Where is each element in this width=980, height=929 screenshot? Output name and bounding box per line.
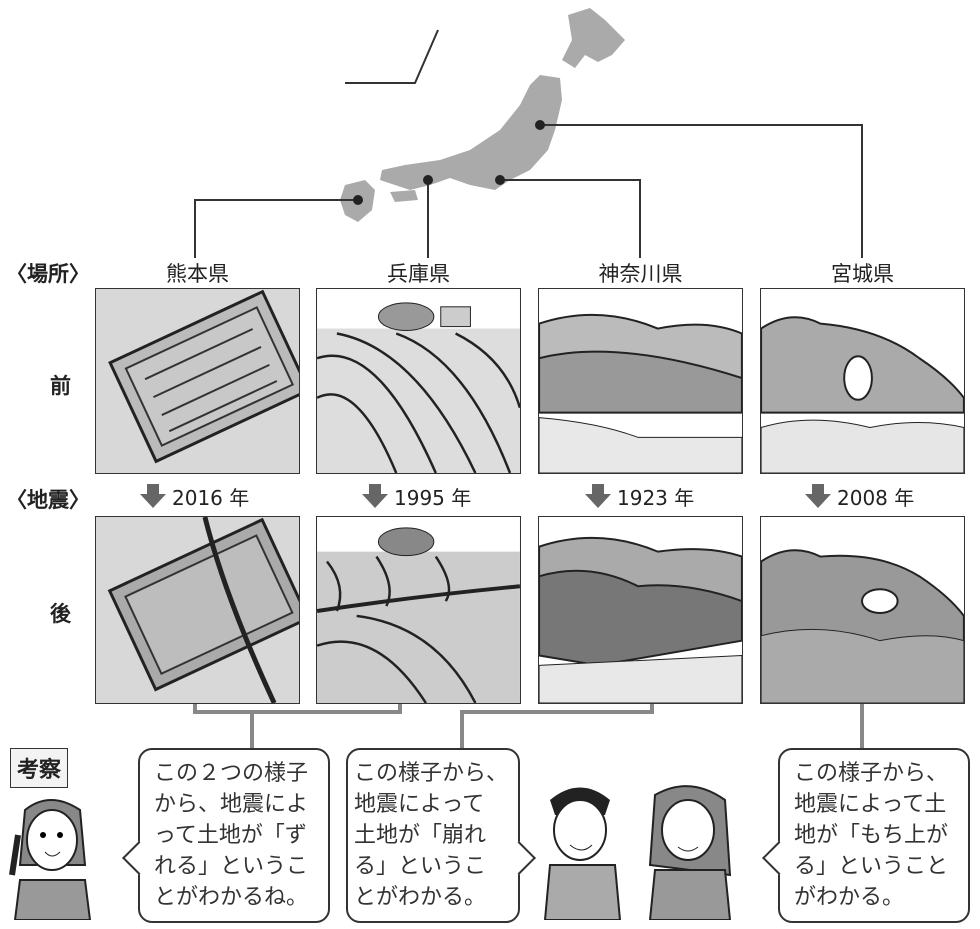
kanagawa-before-image (538, 288, 743, 474)
bubble-tail (762, 841, 796, 875)
kumamoto-after-image (95, 516, 300, 704)
bubble-line: がわかる。 (794, 885, 905, 910)
year-label: 2016 年 (172, 486, 250, 510)
boy-and-girl-characters (543, 785, 732, 920)
row-label-after: 後 (50, 602, 71, 626)
speech-bubble-collapse: この様子から、 地震によって 土地が「崩れ る」というこ とがわかる。 (346, 748, 536, 923)
bubble-line: 地が「もち上が (794, 823, 949, 848)
bubble-line: れる」というこ (154, 854, 309, 879)
year-label: 1923 年 (617, 486, 695, 510)
earthquake-year-kanagawa: 1923 年 (585, 482, 694, 511)
bubble-line: この様子から、 (794, 761, 949, 786)
earthquake-year-hyogo: 1995 年 (362, 482, 471, 511)
girl-character-left (9, 799, 92, 920)
consideration-label: 考察 (10, 748, 69, 788)
bubble-line: 土地が「崩れ (354, 823, 487, 848)
miyagi-before-image (760, 288, 965, 474)
earthquake-year-kumamoto: 2016 年 (140, 482, 249, 511)
speech-bubble-shift: この２つの様子 から、地震によ って土地が「ず れる」というこ とがわかるね。 (122, 748, 330, 923)
row-label-place: 〈場所〉 (6, 262, 90, 286)
bubble-line: この様子から、 (354, 761, 509, 786)
bubble-tail (122, 841, 156, 875)
year-label: 1995 年 (394, 486, 472, 510)
prefecture-hyogo: 兵庫県 (387, 262, 450, 286)
down-arrow-icon (362, 483, 388, 508)
bubble-line: 地震によって土 (794, 792, 947, 817)
bubble-line: る」というこ (354, 854, 487, 879)
year-label: 2008 年 (837, 486, 915, 510)
miyagi-after-image (760, 516, 965, 704)
bubble-line: この２つの様子 (154, 761, 309, 786)
down-arrow-icon (140, 483, 166, 508)
prefecture-miyagi: 宮城県 (831, 262, 894, 286)
row-label-before: 前 (50, 374, 71, 398)
japan-land (340, 8, 625, 222)
bubble-line: から、地震によ (154, 792, 309, 817)
row-label-earthquake: 〈地震〉 (6, 488, 90, 512)
hyogo-before-image (316, 288, 521, 474)
bubble-connectors (193, 704, 864, 748)
prefecture-kumamoto: 熊本県 (166, 262, 229, 286)
down-arrow-icon (585, 483, 611, 508)
bubble-line: とがわかるね。 (154, 885, 309, 910)
connector-lines (194, 29, 863, 258)
bubble-line: 地震によって (354, 792, 485, 817)
kumamoto-before-image (95, 288, 300, 474)
prefecture-kanagawa: 神奈川県 (598, 262, 683, 286)
bubble-line: る」ということ (794, 854, 949, 879)
kanagawa-after-image (538, 516, 743, 704)
bubble-line: とがわかる。 (354, 885, 487, 910)
earthquake-year-miyagi: 2008 年 (805, 482, 914, 511)
hyogo-after-image (316, 516, 521, 704)
down-arrow-icon (805, 483, 831, 508)
japan-map (194, 8, 863, 258)
bubble-line: って土地が「ず (154, 823, 307, 848)
location-dots (353, 120, 545, 205)
speech-bubble-uplift: この様子から、 地震によって土 地が「もち上が る」ということ がわかる。 (762, 748, 970, 923)
